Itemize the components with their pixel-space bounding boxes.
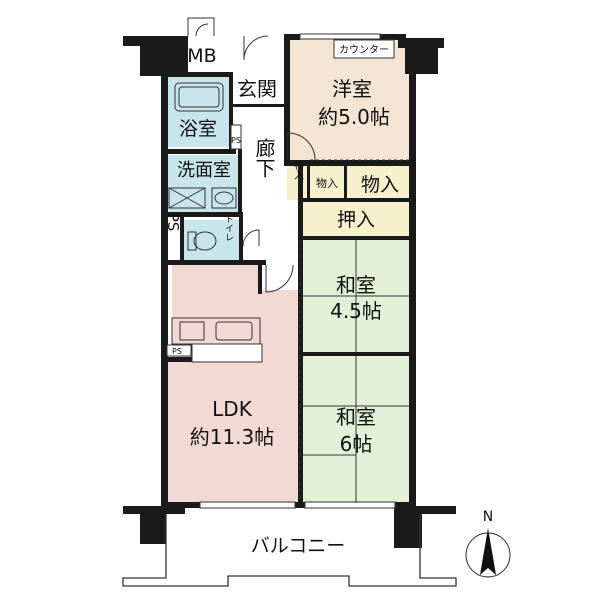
western-room-name: 洋室: [332, 77, 372, 101]
corridor-label: 廊下: [252, 138, 276, 178]
western-room-size: 約5.0帖: [318, 105, 390, 129]
closet-area: [302, 202, 410, 238]
toilet-label: トイレ: [223, 215, 234, 242]
north-label: N: [483, 509, 493, 525]
storage-small-2-label: 物入: [316, 176, 338, 190]
washroom-label: 洗面室: [177, 160, 231, 181]
ldk-size: 約11.3帖: [190, 425, 275, 449]
ps-small-label: PS: [172, 347, 182, 356]
closet-label: 押入: [337, 209, 375, 231]
ps-left-label: PS: [164, 213, 182, 232]
balcony-outline: [122, 514, 457, 587]
ldk-room: [167, 265, 298, 503]
compass: [465, 528, 511, 578]
details: [166, 17, 410, 509]
japanese-room-2-name: 和室: [336, 405, 376, 429]
japanese-room-1-size: 4.5帖: [330, 299, 382, 323]
japanese-room-1-name: 和室: [336, 273, 376, 297]
bath-room: [167, 77, 230, 147]
storage-label: 物入: [361, 174, 399, 196]
western-room: [289, 38, 410, 162]
mb-label: MB: [187, 45, 216, 67]
toilet-room: [183, 220, 239, 260]
balcony-label: バルコニー: [251, 535, 346, 557]
north-arrow-icon: [480, 528, 496, 575]
entrance-label: 玄関: [237, 77, 277, 101]
counter-label: カウンター: [339, 44, 389, 56]
storage-small-1-label: 物入: [292, 159, 304, 180]
bath-label: 浴室: [179, 118, 217, 140]
ps-label: PS: [231, 136, 241, 145]
walls: [123, 34, 456, 548]
storage-area: [346, 166, 410, 200]
storage-small-2-area: [309, 166, 345, 200]
ldk-name: LDK: [212, 397, 253, 421]
japanese-room-2-size: 6帖: [340, 432, 373, 456]
